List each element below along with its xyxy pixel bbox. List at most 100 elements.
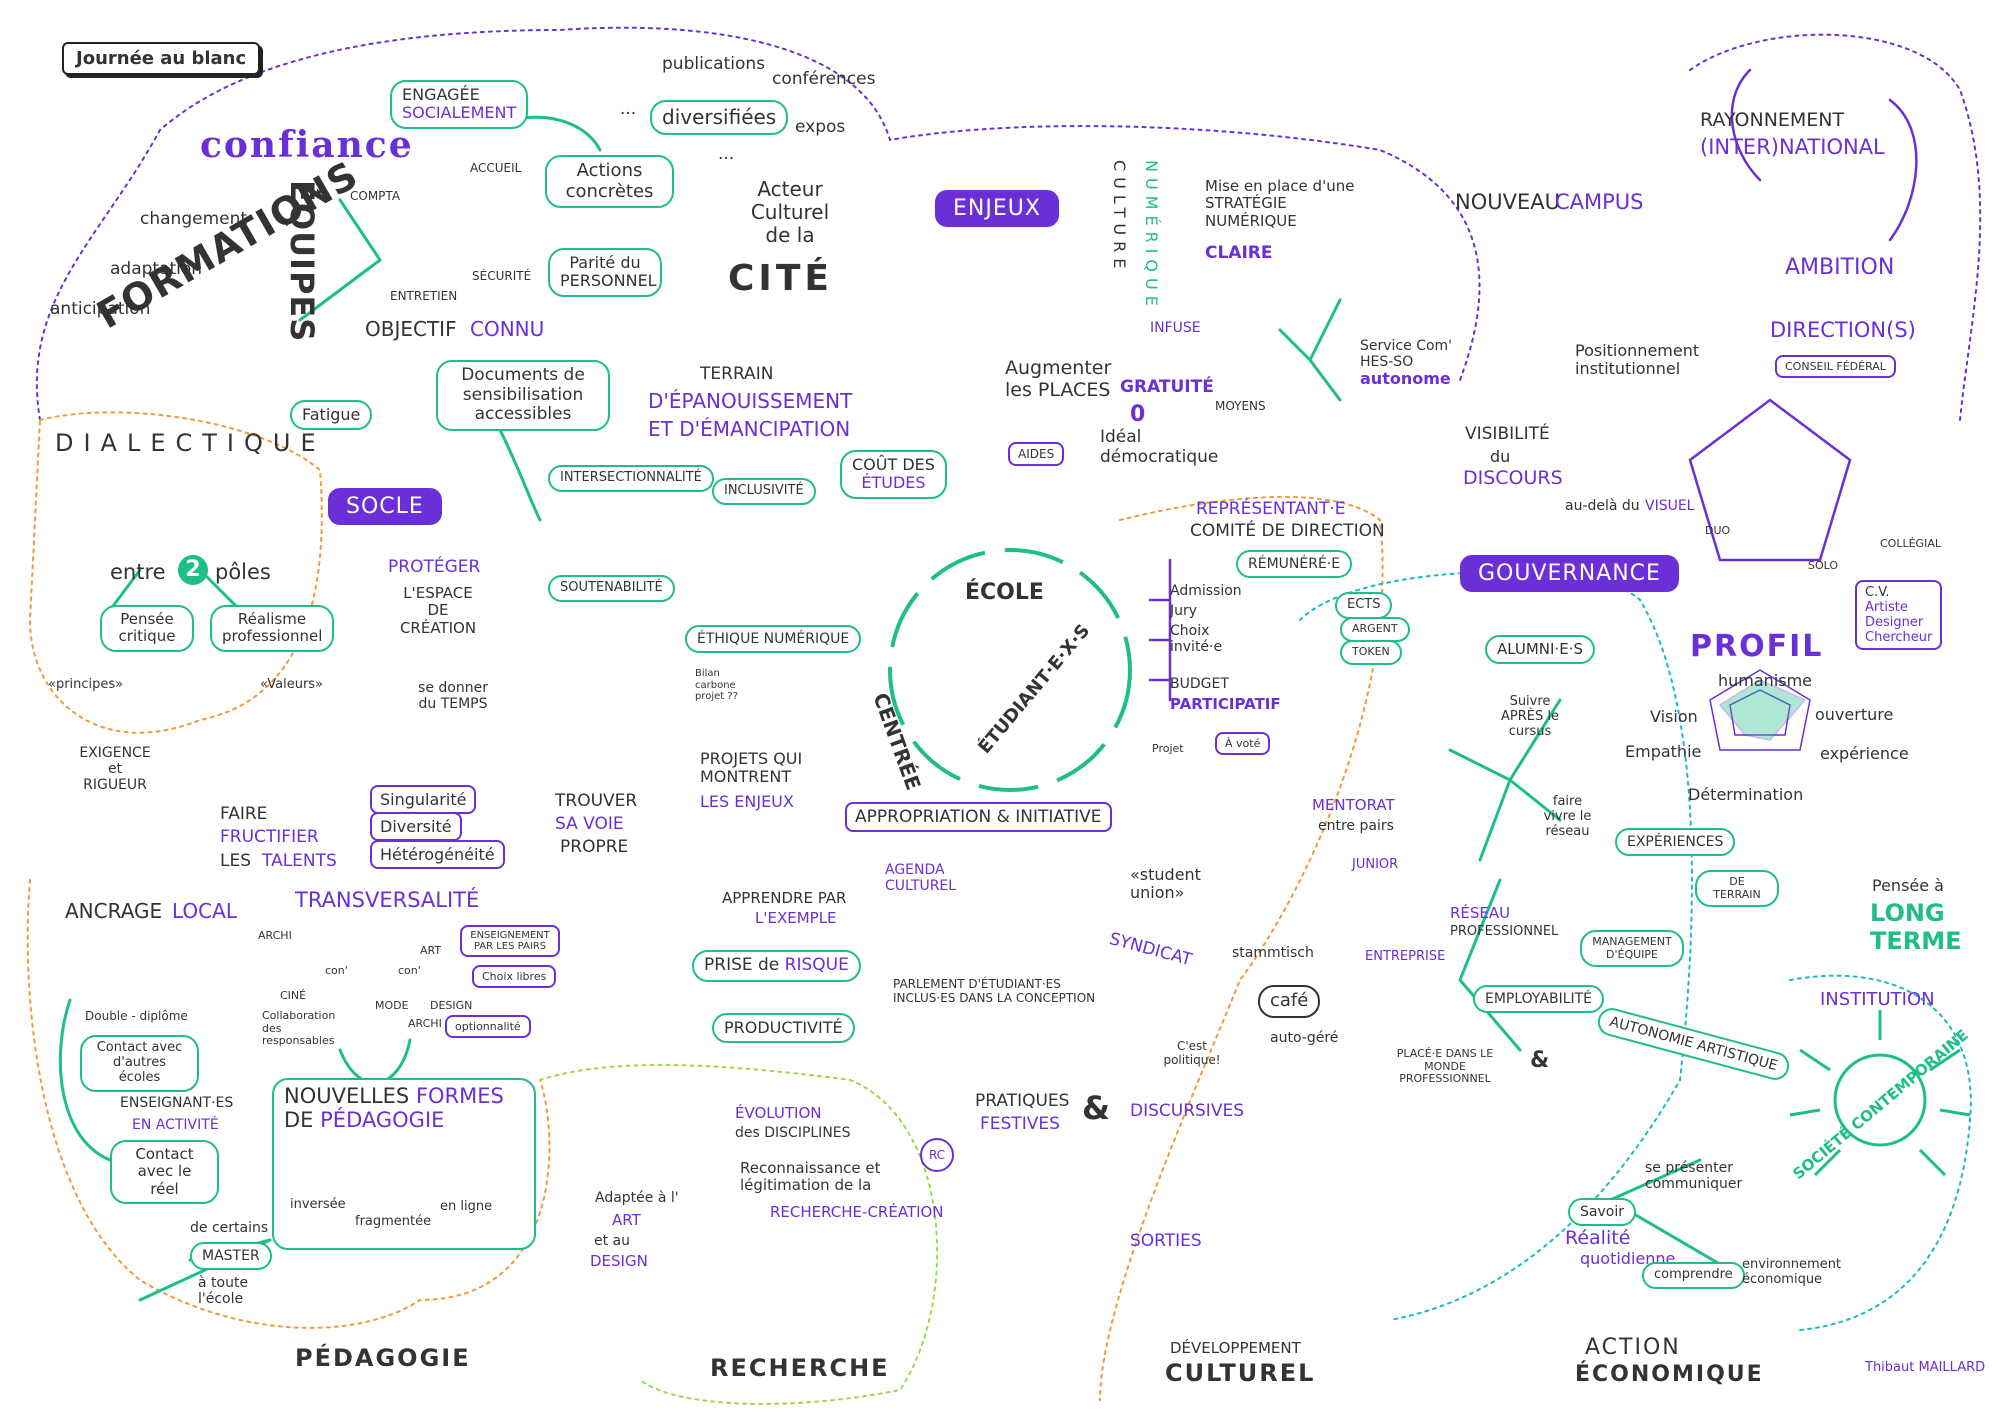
heterogeneite-box: Hétérogénéité — [370, 840, 505, 869]
engagee-box: ENGAGÉE SOCIALEMENT — [390, 80, 529, 129]
claire-label: CLAIRE — [1205, 243, 1273, 263]
master-box: MASTER — [190, 1242, 272, 1271]
valeurs-label: «Valeurs» — [260, 677, 324, 692]
cv-title: C.V. — [1865, 585, 1890, 600]
espace-label: L'ESPACE DE CRÉATION — [399, 584, 477, 637]
anticipation-label: anticipation — [50, 299, 151, 319]
collaboration-label: Collaboration des responsables — [262, 1009, 336, 1048]
parlement-label: PARLEMENT D'ÉTUDIANT·ES INCLUS·ES DANS L… — [893, 977, 1096, 1005]
contact-reel-box: Contact avec le réel — [110, 1140, 219, 1204]
visuel-label: VISUEL — [1645, 498, 1695, 514]
contact-ecoles-box: Contact avec d'autres écoles — [80, 1035, 199, 1092]
talents-label: TALENTS — [262, 851, 337, 871]
con-label-2: con' — [398, 964, 421, 977]
junior-label: JUNIOR — [1352, 857, 1399, 872]
page-title: Journée au blanc — [62, 42, 261, 75]
realite-label: Réalité — [1565, 1227, 1631, 1249]
management-box: MANAGEMENT D'ÉQUIPE — [1580, 930, 1684, 968]
en-ligne-label: en ligne — [440, 1199, 493, 1214]
emancipation-label: ET D'ÉMANCIPATION — [648, 417, 851, 441]
apprendre-label: APPRENDRE PAR — [722, 889, 847, 907]
recherche-footer: RECHERCHE — [710, 1354, 890, 1382]
recherche-creation-label: RECHERCHE-CRÉATION — [770, 1203, 944, 1221]
publications-label: publications — [662, 54, 765, 74]
alumni-box: ALUMNI·E·S — [1485, 635, 1595, 665]
determination-label: Détermination — [1688, 785, 1804, 804]
fatigue-box: Fatigue — [290, 400, 373, 431]
archi-label: ARCHI — [258, 929, 292, 942]
cout-box: COÛT DES ÉTUDES — [840, 450, 947, 499]
rayonnement-label: RAYONNEMENT — [1700, 109, 1845, 131]
ideal-label: Idéal démocratique — [1100, 427, 1219, 467]
connector-alumni-network — [1448, 698, 1562, 862]
risque-label: RISQUE — [784, 955, 849, 975]
faire-label: FAIRE — [220, 804, 268, 824]
connector-reseau — [1458, 878, 1522, 1052]
ambition-label: AMBITION — [1785, 255, 1895, 280]
cout-label: COÛT DES — [852, 455, 935, 474]
dialectique-heading: DIALECTIQUE — [55, 429, 326, 457]
pedagogie-label: PÉDAGOGIE — [320, 1108, 445, 1133]
activite-label: EN ACTIVITÉ — [132, 1117, 219, 1133]
epanouissement-label: D'ÉPANOUISSEMENT — [648, 389, 853, 413]
profil-radar — [1709, 669, 1811, 751]
adaptee-label: Adaptée à l' — [595, 1190, 679, 1206]
design-label: DESIGN — [430, 999, 473, 1012]
arrow-international-left — [1730, 68, 1762, 182]
engagee-label: ENGAGÉE — [402, 85, 480, 104]
sorties-label: SORTIES — [1130, 1231, 1202, 1251]
changement-label: changement — [140, 209, 248, 229]
fructifier-label: FRUCTIFIER — [220, 827, 319, 847]
ecole-label: ÉCOLE — [965, 580, 1044, 605]
projet-label: Projet — [1152, 742, 1184, 755]
bilan-label: Bilan carbone projet ?? — [695, 668, 739, 702]
recherche-art-label: ART — [612, 1211, 641, 1229]
actions-box: Actions concrètes — [545, 155, 674, 209]
politique-label: C'est politique! — [1163, 1039, 1221, 1067]
numerique-label: NUMÉRIQUE — [1142, 160, 1161, 312]
institution-sun — [1789, 1010, 1971, 1177]
nouveau-label: NOUVEAU — [1455, 190, 1560, 214]
optionnalite-box: optionnalité — [445, 1015, 531, 1038]
propre-label: PROPRE — [560, 837, 629, 857]
international-label: (INTER)NATIONAL — [1700, 135, 1885, 159]
singularite-box: Singularité — [370, 785, 477, 814]
culture-label: CULTURE — [1110, 160, 1129, 275]
humanisme-label: humanisme — [1718, 671, 1813, 690]
adaptation-label: adaptation — [110, 259, 203, 279]
long-label: LONG — [1870, 899, 1945, 927]
fragmentee-label: fragmentée — [355, 1214, 432, 1229]
positionnement-label: Positionnement institutionnel — [1575, 341, 1700, 379]
exigence-label: EXIGENCE et RIGUEUR — [79, 745, 151, 794]
alumni-ampersand: & — [1530, 1048, 1550, 1073]
pensee-a-label: Pensée à — [1872, 876, 1944, 895]
empathie-label: Empathie — [1625, 742, 1702, 761]
pairs-label: entre pairs — [1318, 818, 1394, 834]
parite-box: Parité du PERSONNEL — [548, 248, 662, 297]
compta-label: COMPTA — [350, 189, 401, 203]
discours-label: DISCOURS — [1463, 467, 1563, 489]
region-dialectique-border — [28, 411, 323, 734]
ouverture-label: ouverture — [1815, 705, 1894, 724]
region-pedagogie-border — [26, 879, 551, 1329]
environnement-label: environnement économique — [1742, 1257, 1842, 1287]
region-recherche-border — [539, 1064, 939, 1405]
choix-label: Choix invité·e — [1170, 623, 1223, 656]
stammtisch-label: stammtisch — [1232, 945, 1314, 961]
enseignantes-label: ENSEIGNANT·ES — [120, 1095, 234, 1111]
a-vote-badge: À voté — [1215, 732, 1271, 755]
solo-label: SOLO — [1808, 559, 1839, 572]
connector-direction-pentagon — [1688, 398, 1852, 562]
prise-risque-box: PRISE de RISQUE — [692, 950, 861, 982]
accueil-label: ACCUEIL — [470, 161, 522, 175]
equipes-label: ÉQUIPES — [283, 180, 321, 343]
soutenabilite-box: SOUTENABILITÉ — [548, 575, 675, 602]
agenda-label: AGENDA CULTUREL — [885, 862, 957, 895]
terme-label: TERME — [1870, 927, 1962, 955]
remunere-box: RÉMUNÉRÉ·E — [1236, 550, 1353, 579]
cv-chercheur: Chercheur — [1865, 630, 1933, 645]
collegial-label: COLLÉGIAL — [1880, 537, 1941, 550]
experiences-box: EXPÉRIENCES — [1615, 828, 1736, 857]
con-label: con' — [325, 964, 348, 977]
documents-box: Documents de sensibilisation accessibles — [436, 360, 610, 431]
